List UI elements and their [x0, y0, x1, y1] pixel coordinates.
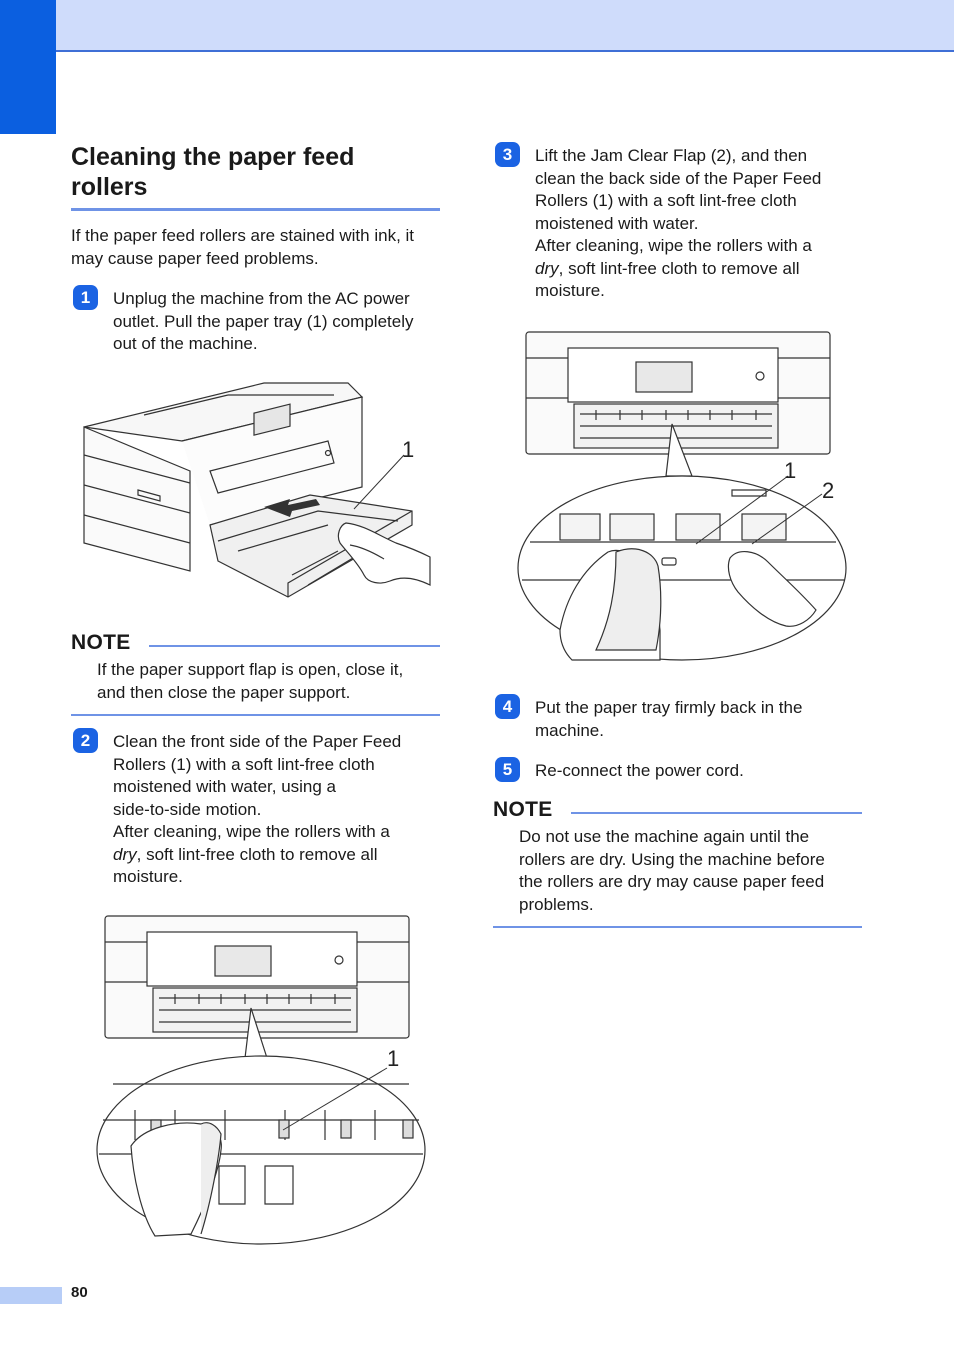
step-2-dry-word: dry [113, 844, 137, 864]
step-1-text: Unplug the machine from the AC power out… [113, 288, 413, 356]
step-1-line: out of the machine. [113, 334, 258, 353]
note-2-line: Do not use the machine again until the [519, 827, 810, 846]
step-3-line: Rollers (1) with a soft lint-free cloth [535, 191, 797, 210]
note-2-line: problems. [519, 894, 594, 914]
note-2-bottom-rule [493, 926, 862, 928]
step-5-text: Re-connect the power cord. [535, 760, 744, 783]
intro-line2: may cause paper feed problems. [71, 248, 319, 268]
step-2-line: After cleaning, wipe the rollers with a [113, 822, 390, 841]
chapter-tab [0, 0, 56, 134]
step-3-line: moistened with water. [535, 213, 699, 233]
note-2-header-rule [571, 812, 862, 814]
step-4-text: Put the paper tray firmly back in the ma… [535, 697, 802, 742]
step-4-badge: 4 [495, 694, 520, 719]
step-3-line: clean the back side of the Paper Feed [535, 168, 822, 188]
intro-paragraph: If the paper feed rollers are stained wi… [71, 225, 446, 270]
step-3-line: After cleaning, wipe the rollers with a [535, 236, 812, 255]
step-2-badge: 2 [73, 728, 98, 753]
step-1-line: outlet. Pull the paper tray (1) complete… [113, 311, 414, 331]
fig3-callout-label-2: 2 [822, 478, 834, 503]
intro-line1: If the paper feed rollers are stained wi… [71, 226, 415, 245]
rear-roller-cleaning-illustration: 1 2 [516, 330, 850, 666]
note-2-line: rollers are dry. Using the machine befor… [519, 849, 825, 869]
note-1-header-rule [149, 645, 440, 647]
printer-tray-illustration: 1 [78, 375, 438, 603]
front-roller-cleaning-illustration: 1 [95, 914, 430, 1248]
step-3-line: moisture. [535, 281, 605, 300]
section-title-line1: Cleaning the paper feed [71, 143, 355, 171]
step-1-line: Unplug the machine from the AC power [113, 289, 410, 308]
step-5-line: Re-connect the power cord. [535, 761, 744, 780]
step-1-badge: 1 [73, 285, 98, 310]
fig2-callout-label: 1 [387, 1046, 399, 1071]
section-title-line2: rollers [71, 173, 148, 201]
note-1-text: If the paper support flap is open, close… [97, 659, 403, 704]
note-1-bottom-rule [71, 714, 440, 716]
note-1-title: NOTE [71, 631, 131, 654]
page-number-tab [0, 1287, 62, 1304]
fig1-callout-label: 1 [402, 437, 414, 462]
fig3-callout-label-1: 1 [784, 458, 796, 483]
step-3-badge: 3 [495, 142, 520, 167]
step-2-line: moisture. [113, 867, 183, 886]
step-4-line: machine. [535, 720, 604, 740]
note-2-line: the rollers are dry may cause paper feed [519, 872, 825, 891]
step-4-line: Put the paper tray firmly back in the [535, 698, 803, 717]
section-title: Cleaning the paper feed rollers [71, 142, 441, 202]
step-5-badge: 5 [495, 757, 520, 782]
step-2-line: Clean the front side of the Paper Feed [113, 732, 402, 751]
step-2-text: Clean the front side of the Paper Feed R… [113, 731, 401, 889]
note-1-line: and then close the paper support. [97, 682, 351, 702]
step-2-line: moistened with water, using a [113, 777, 337, 796]
step-2-dry-rest: , soft lint-free cloth to remove all [136, 844, 378, 864]
step-3-dry-rest: , soft lint-free cloth to remove all [558, 258, 800, 278]
step-3-dry-line: dry, soft lint-free cloth to remove all [535, 258, 821, 281]
step-3-dry-word: dry [535, 258, 559, 278]
note-2-text: Do not use the machine again until the r… [519, 826, 825, 916]
note-2-title: NOTE [493, 798, 553, 821]
step-2-line: Rollers (1) with a soft lint-free cloth [113, 754, 375, 774]
page-number: 80 [71, 1284, 88, 1301]
step-3-text: Lift the Jam Clear Flap (2), and then cl… [535, 145, 821, 303]
header-band [0, 0, 954, 52]
step-3-line: Lift the Jam Clear Flap (2), and then [535, 146, 808, 165]
note-1-line: If the paper support flap is open, close… [97, 660, 404, 679]
step-2-line: side-to-side motion. [113, 799, 262, 819]
step-2-dry-line: dry, soft lint-free cloth to remove all [113, 844, 401, 867]
title-underline [71, 208, 440, 211]
